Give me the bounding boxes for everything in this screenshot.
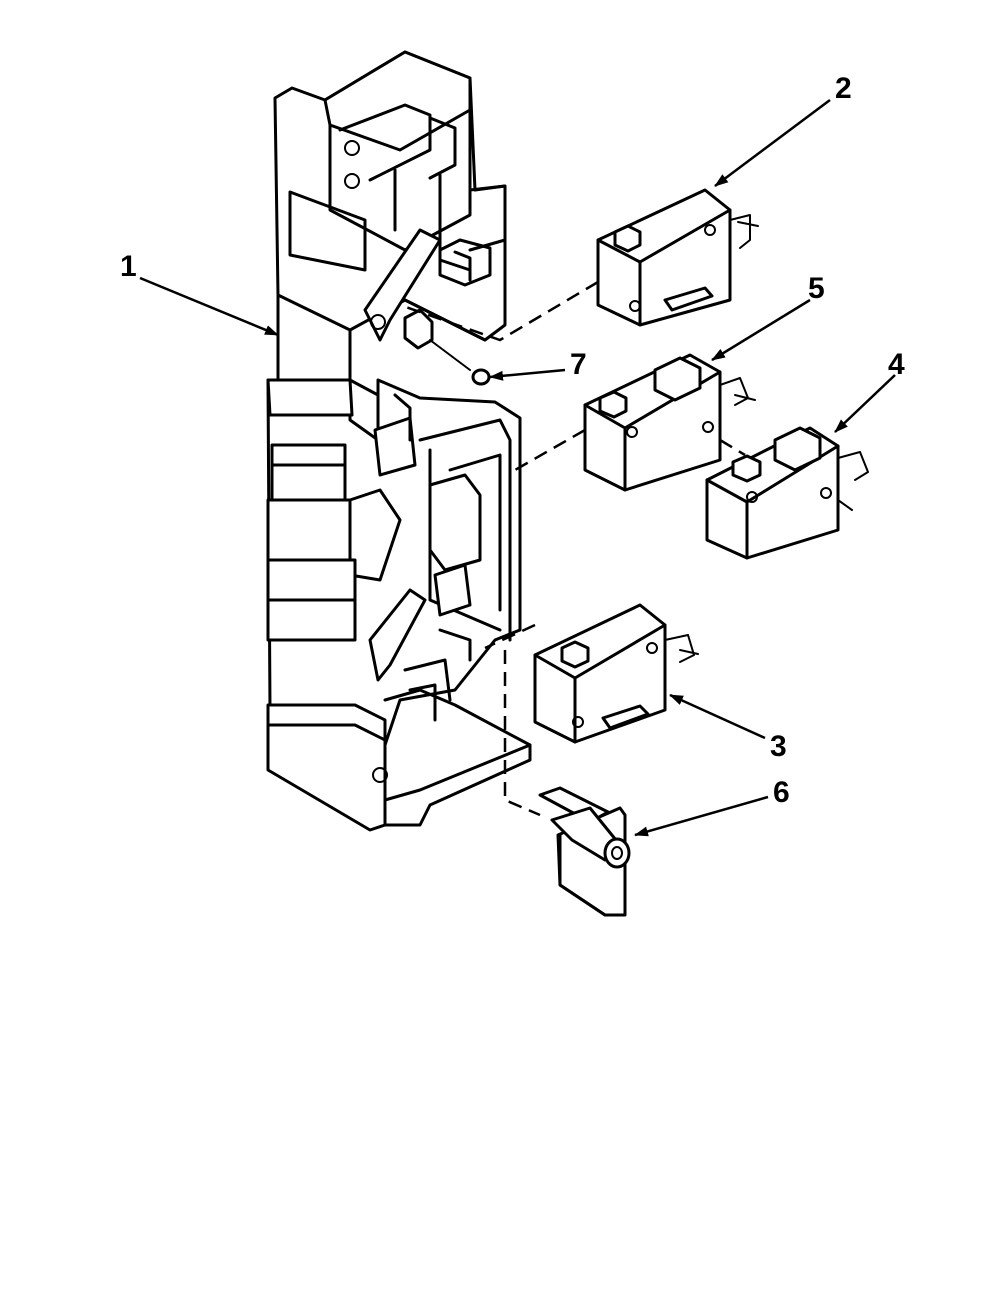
callout-5: 5 xyxy=(808,272,825,305)
callout-7: 7 xyxy=(570,348,587,381)
callout-labels: 1 2 5 4 7 3 6 xyxy=(120,72,905,809)
callout-arrows xyxy=(139,98,896,837)
actuator-lever-part-6 xyxy=(538,786,631,917)
assembly-guide-lines xyxy=(399,280,746,817)
callout-4: 4 xyxy=(888,348,905,381)
callout-1: 1 xyxy=(120,250,137,283)
callout-2: 2 xyxy=(835,72,852,105)
callout-6: 6 xyxy=(773,776,790,809)
callout-3: 3 xyxy=(770,730,787,763)
micro-switch-part-3 xyxy=(533,603,699,744)
screw-part-7 xyxy=(429,339,491,386)
latch-housing-part xyxy=(266,50,532,832)
micro-switch-part-2 xyxy=(596,188,759,327)
micro-switch-part-4 xyxy=(705,426,869,560)
micro-switch-part-5 xyxy=(583,353,756,492)
